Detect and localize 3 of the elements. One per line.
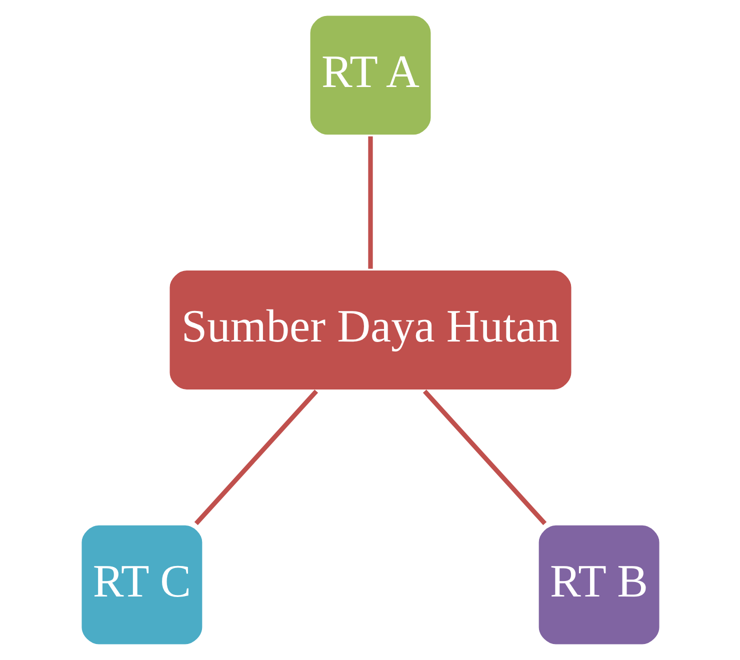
- connector: [422, 390, 546, 526]
- connector: [194, 390, 318, 526]
- connector: [368, 136, 372, 269]
